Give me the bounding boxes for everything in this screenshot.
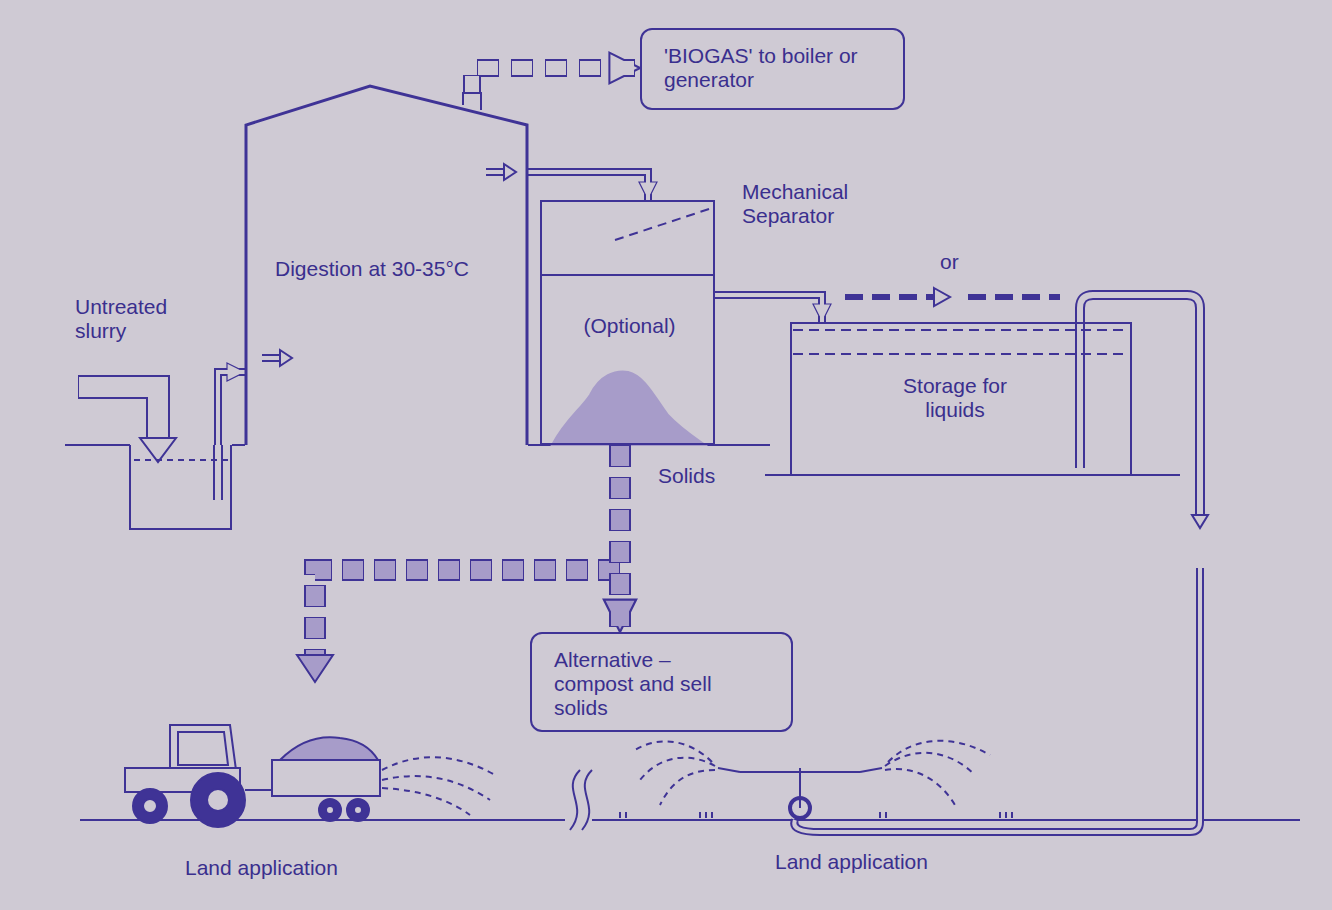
node-text: Storage for liquids	[895, 374, 1015, 422]
option-label: or	[940, 250, 959, 274]
separator-box: Mechanical Separator(Optional)	[540, 200, 715, 445]
slurry-pit: Untreated slurry	[130, 445, 232, 530]
output-box: 'BIOGAS' to boiler or generator	[640, 28, 905, 110]
solid-connector	[620, 445, 621, 632]
node-text: Untreated slurry	[75, 295, 185, 343]
node-text: 'BIOGAS' to boiler or generator	[664, 44, 879, 92]
storage-tank: Storage for liquids	[790, 322, 1132, 475]
node-text: Digestion at 30-35°C	[275, 257, 520, 281]
pipe-connector	[218, 372, 245, 445]
digester-tank: Digestion at 30-35°C	[245, 85, 528, 445]
note-box: Alternative – compost and sell solids	[530, 632, 793, 732]
node-text: Mechanical Separator	[742, 180, 892, 228]
node-text: (Optional)	[542, 314, 717, 338]
pipe-connector	[528, 172, 648, 200]
caption-label: Land application	[185, 856, 338, 880]
pipe-connector	[715, 295, 822, 322]
node-text: Alternative – compost and sell solids	[554, 648, 744, 720]
output-label: Solids	[658, 464, 715, 488]
gas-connector	[472, 68, 640, 97]
slurry-pit-outline	[130, 445, 232, 530]
caption-label: Land application	[775, 850, 928, 874]
